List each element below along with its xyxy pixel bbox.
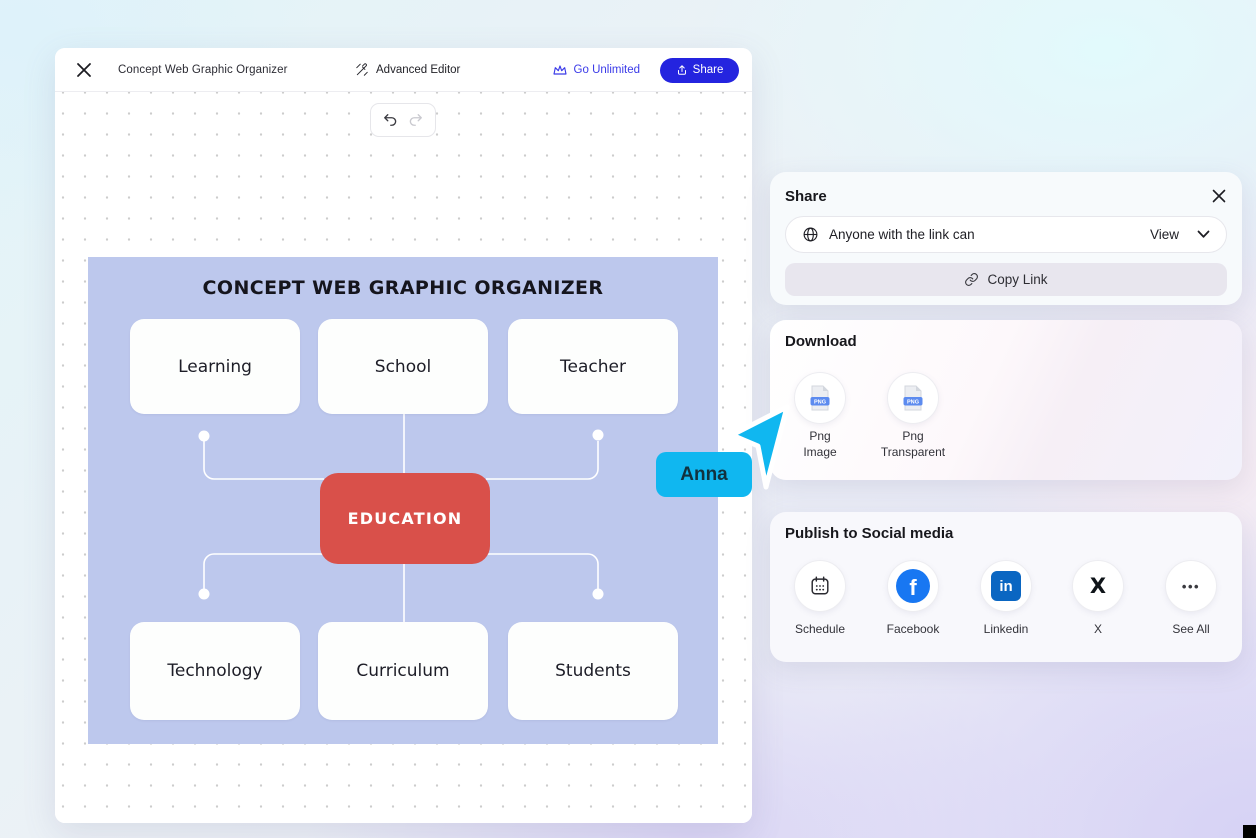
x-button[interactable]: X (1072, 560, 1124, 612)
copy-link-label: Copy Link (987, 272, 1048, 287)
connector-lines (198, 409, 604, 627)
go-unlimited-button[interactable]: Go Unlimited (552, 63, 640, 77)
node-curriculum[interactable]: Curriculum (318, 622, 488, 720)
png-image-label-line1: Png (809, 429, 831, 443)
calendar-icon (811, 576, 829, 595)
share-panel: Share Anyone with the link can View Copy… (770, 172, 1242, 305)
close-icon[interactable] (75, 61, 93, 79)
collaborator-name-tag: Anna (656, 452, 752, 497)
publish-social-panel: Publish to Social media Schedule f Faceb… (770, 512, 1242, 662)
linkedin-button[interactable]: in (980, 560, 1032, 612)
svg-text:PNG: PNG (814, 399, 826, 405)
advanced-editor-button[interactable]: Advanced Editor (355, 48, 460, 92)
share-button-label: Share (692, 64, 724, 76)
see-all-label: See All (1172, 622, 1210, 636)
link-icon (965, 273, 979, 286)
node-school[interactable]: School (318, 319, 488, 414)
png-transparent-label-line1: Png (902, 429, 924, 443)
corner-marker (1243, 825, 1256, 838)
share-button[interactable]: Share (660, 57, 739, 83)
see-all-button[interactable]: ••• (1165, 560, 1217, 612)
png-file-icon: PNG (903, 385, 923, 411)
link-permission-dropdown[interactable]: Anyone with the link can View (785, 216, 1227, 253)
editor-window: Concept Web Graphic Organizer Advanced E… (55, 48, 752, 823)
node-education[interactable]: EDUCATION (320, 473, 490, 564)
go-unlimited-label: Go Unlimited (573, 64, 640, 76)
upload-share-icon (677, 65, 686, 75)
see-all-icon: ••• (1181, 578, 1201, 594)
facebook-icon: f (896, 569, 930, 603)
undo-redo-toolbar (370, 103, 436, 137)
x-icon: X (1089, 574, 1107, 598)
share-panel-header: Share (785, 185, 1227, 207)
x-label: X (1093, 622, 1102, 636)
undo-icon[interactable] (381, 111, 399, 129)
redo-icon[interactable] (407, 111, 425, 129)
editor-topbar: Concept Web Graphic Organizer Advanced E… (55, 48, 752, 92)
chevron-down-icon (1197, 230, 1210, 238)
download-panel: Download PNG Png Image PNG Png Transpa (770, 320, 1242, 480)
facebook-button[interactable]: f (887, 560, 939, 612)
copy-link-button[interactable]: Copy Link (785, 263, 1227, 296)
social-panel-title: Publish to Social media (785, 525, 954, 542)
permission-value: View (1149, 227, 1179, 242)
node-technology[interactable]: Technology (130, 622, 300, 720)
globe-icon (803, 227, 818, 242)
png-file-icon: PNG (810, 385, 830, 411)
schedule-label: Schedule (794, 622, 846, 636)
concept-web-diagram[interactable]: CONCEPT WEB GRAPHIC ORGANIZER Learning S… (88, 257, 718, 744)
topbar-right-group: Go Unlimited Share (552, 48, 739, 92)
share-panel-title: Share (785, 187, 827, 205)
download-options: PNG Png Image PNG Png Transparent (770, 320, 1242, 480)
crown-icon (552, 65, 567, 75)
facebook-label: Facebook (886, 622, 940, 636)
svg-text:PNG: PNG (907, 399, 919, 405)
node-students[interactable]: Students (508, 622, 678, 720)
document-title: Concept Web Graphic Organizer (118, 64, 288, 76)
linkedin-label: Linkedin (983, 622, 1029, 636)
share-close-icon[interactable] (1211, 188, 1227, 204)
png-transparent-button[interactable]: PNG (887, 372, 939, 424)
design-tools-icon (356, 63, 368, 76)
advanced-editor-label: Advanced Editor (376, 64, 461, 76)
schedule-button[interactable] (794, 560, 846, 612)
node-learning[interactable]: Learning (130, 319, 300, 414)
png-image-label-line2: Image (803, 445, 837, 459)
png-image-label: Png Image (765, 428, 875, 460)
linkedin-icon: in (991, 571, 1021, 601)
permission-text: Anyone with the link can (829, 227, 975, 242)
diagram-title: CONCEPT WEB GRAPHIC ORGANIZER (202, 277, 604, 299)
node-teacher[interactable]: Teacher (508, 319, 678, 414)
png-transparent-label-line2: Transparent (880, 445, 946, 459)
png-image-button[interactable]: PNG (794, 372, 846, 424)
design-canvas[interactable]: CONCEPT WEB GRAPHIC ORGANIZER Learning S… (55, 92, 752, 823)
collaborator-cursor-icon (729, 404, 790, 490)
download-panel-title: Download (785, 333, 857, 350)
png-transparent-label: Png Transparent (858, 428, 968, 460)
